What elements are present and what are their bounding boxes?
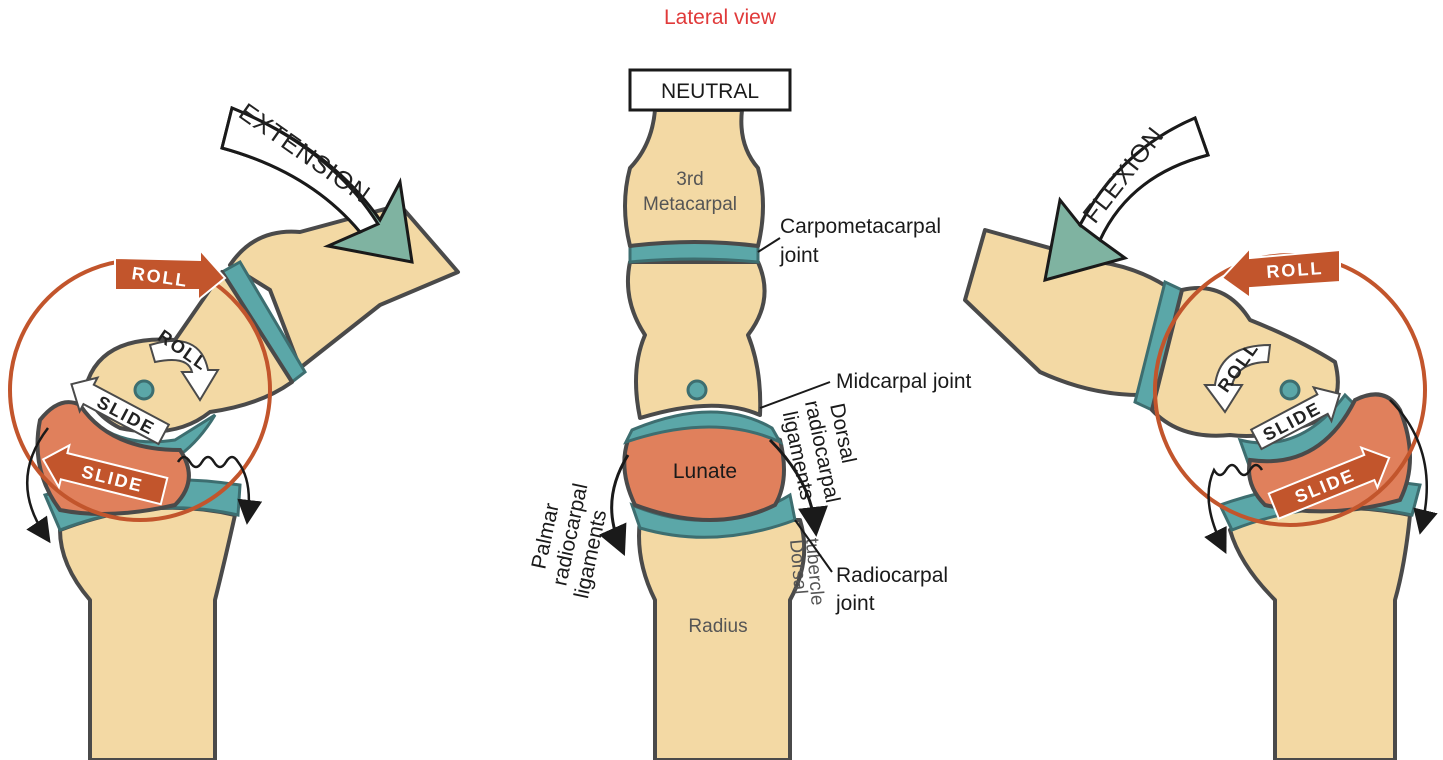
extension-capitate-axis	[135, 381, 153, 399]
neutral-badge-label: NEUTRAL	[661, 80, 759, 103]
extension-outer-roll-arrow: ROLL	[115, 250, 225, 300]
radius-label: Radius	[688, 616, 747, 637]
flexion-view: ROLL ROLL SLIDE SLIDE FLEXION	[965, 118, 1427, 760]
flexion-outer-roll-arrow: ROLL	[1222, 248, 1340, 298]
lunate-label: Lunate	[673, 460, 737, 483]
carpometacarpal-label-line1: Carpometacarpal	[780, 215, 941, 238]
carpometacarpal-label-line2: joint	[779, 244, 819, 267]
flexion-outer-roll-label: ROLL	[1266, 258, 1324, 282]
flexion-radius-bone	[1230, 508, 1410, 760]
capitate-axis	[688, 381, 706, 399]
extension-radius-bone	[60, 508, 235, 760]
radiocarpal-label-line2: joint	[835, 592, 875, 615]
midcarpal-label: Midcarpal joint	[836, 370, 972, 393]
flexion-motion-arrow: FLEXION	[1045, 118, 1208, 280]
diagram-title: Lateral view	[664, 6, 777, 29]
metacarpal-label-line2: Metacarpal	[643, 194, 737, 215]
radius-bone	[639, 520, 804, 760]
radiocarpal-label-line1: Radiocarpal	[836, 564, 948, 587]
neutral-view: NEUTRAL 3rd Metacarpal Lunate Radius Dor…	[523, 70, 971, 760]
flexion-capitate-axis	[1281, 381, 1299, 399]
extension-view: ROLL ROLL SLIDE SLIDE EXTENSION	[10, 98, 458, 760]
metacarpal-label-line1: 3rd	[676, 169, 703, 190]
